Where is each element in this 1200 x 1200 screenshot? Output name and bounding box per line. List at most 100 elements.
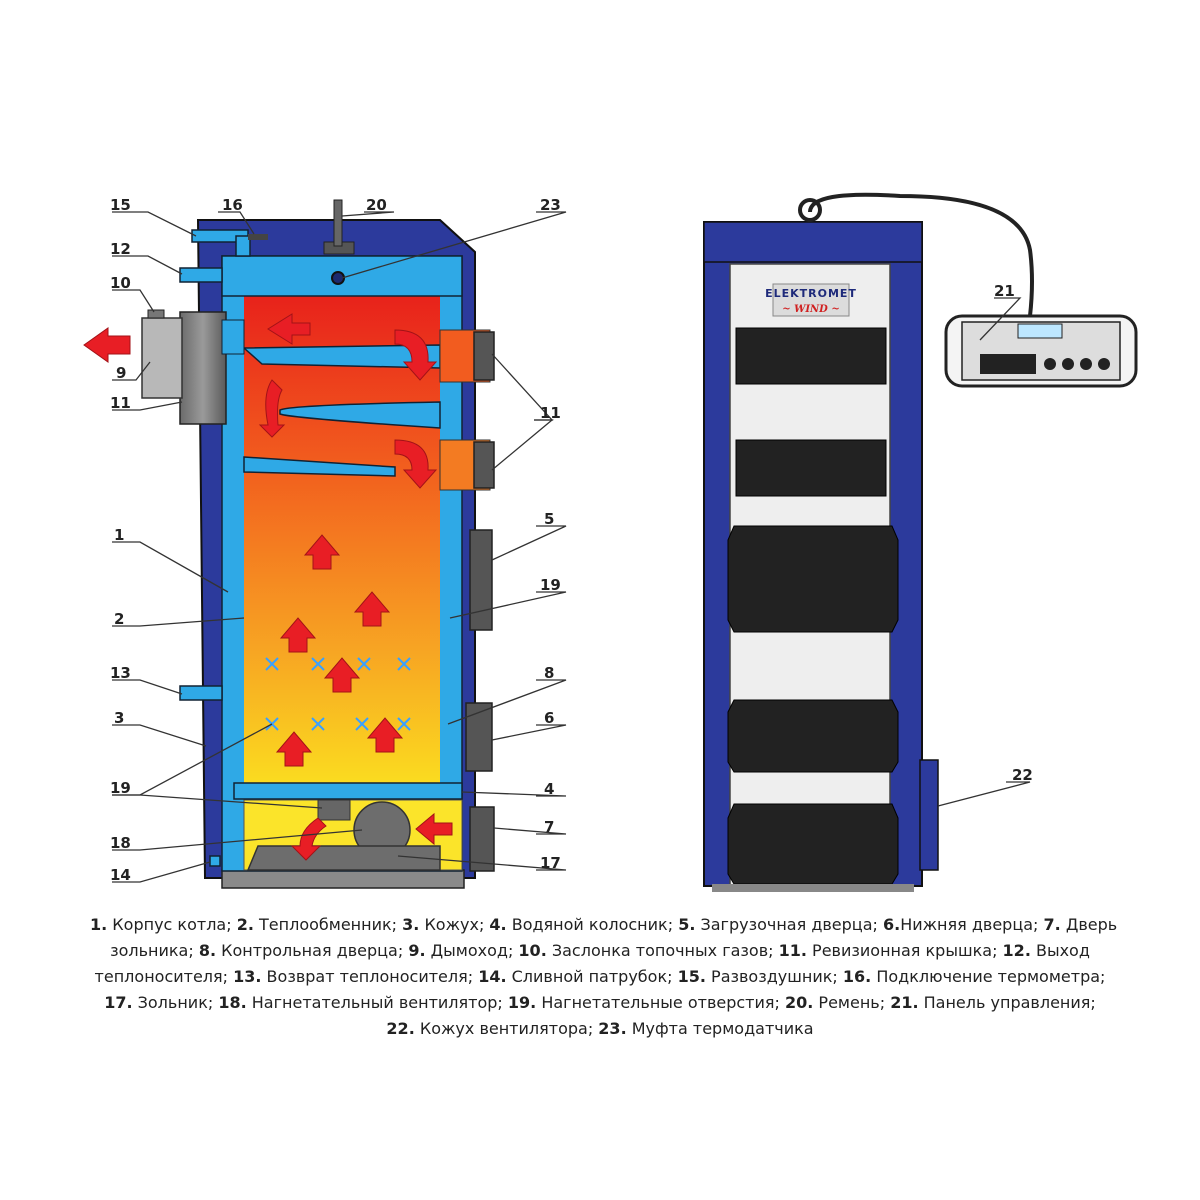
legend-text: зольника; — [110, 941, 199, 960]
legend-number: 4. — [489, 915, 507, 934]
legend-text: Развоздушник; — [705, 967, 843, 986]
brand-name: ELEKTROMET — [765, 287, 857, 300]
legend-text: Муфта термодатчика — [626, 1019, 814, 1038]
belt-rod — [333, 199, 343, 247]
legend-text: Контрольная дверца; — [216, 941, 409, 960]
baffle-low — [243, 456, 396, 477]
callout-19-left: 19 — [110, 779, 131, 797]
callout-17: 17 — [540, 854, 561, 872]
callout-23: 23 — [540, 196, 561, 214]
front-loading-door — [727, 525, 899, 633]
callout-3: 3 — [114, 709, 124, 727]
legend-line: зольника; 8. Контрольная дверца; 9. Дымо… — [90, 938, 1110, 964]
legend-number: 14. — [478, 967, 507, 986]
callout-12: 12 — [110, 240, 131, 258]
front-lower-door — [727, 699, 899, 773]
legend-text: Загрузочная дверца; — [695, 915, 883, 934]
callout-2: 2 — [114, 610, 124, 628]
legend-text: Нижняя дверца; — [900, 915, 1044, 934]
air-hole-block — [317, 799, 351, 821]
callout-11-right: 11 — [540, 404, 561, 422]
legend-text: Заслонка топочных газов; — [546, 941, 779, 960]
control-display — [1017, 323, 1063, 339]
control-screen — [980, 354, 1036, 374]
brand-plate — [772, 283, 850, 317]
boiler-front: ELEKTROMET ~ WIND ~ — [703, 192, 1138, 892]
legend-text: Подключение термометра; — [871, 967, 1106, 986]
drain-port — [209, 855, 221, 867]
legend-number: 11. — [778, 941, 807, 960]
legend-number: 19. — [507, 993, 537, 1012]
callout-7: 7 — [544, 818, 554, 836]
callout-1: 1 — [114, 526, 124, 544]
legend-number: 8. — [198, 941, 217, 960]
callout-4: 4 — [544, 780, 554, 798]
legend-text: Нагнетательные отверстия; — [536, 993, 785, 1012]
legend-number: 5. — [678, 915, 696, 934]
callout-16: 16 — [222, 196, 243, 214]
front-base — [712, 884, 914, 892]
callout-22: 22 — [1012, 766, 1033, 784]
exhaust-arrow — [83, 327, 131, 363]
control-knob-1 — [1044, 358, 1056, 370]
thermometer-port — [248, 234, 268, 240]
boiler-section — [83, 199, 495, 889]
callout-15: 15 — [110, 196, 131, 214]
legend-text: Возврат теплоносителя; — [261, 967, 479, 986]
ash-pan — [246, 845, 441, 871]
inspection-cover-mid-plate — [473, 441, 495, 489]
water-grate — [233, 782, 463, 800]
callout-11-left: 11 — [110, 394, 131, 412]
legend-text: Ремень; — [813, 993, 891, 1012]
legend-line: 1. Корпус котла; 2. Теплообменник; 3. Ко… — [90, 912, 1117, 938]
flow-outlet-pipe — [179, 267, 223, 283]
legend-number: 1. — [90, 915, 108, 934]
legend-number: 10. — [518, 941, 547, 960]
control-knob-3 — [1080, 358, 1092, 370]
callout-labels: 15 16 20 23 12 10 9 11 11 1 2 5 19 13 8 … — [110, 196, 1033, 884]
cable-loop — [798, 198, 822, 222]
legend-text: Панель управления; — [918, 993, 1096, 1012]
front-ash-door — [727, 803, 899, 885]
legend-text: Водяной колосник; — [506, 915, 679, 934]
legend-number: 22. — [386, 1019, 415, 1038]
legend-number: 16. — [842, 967, 872, 986]
legend: 1. Корпус котла; 2. Теплообменник; 3. Ко… — [90, 912, 1117, 1042]
front-top-band — [703, 221, 923, 263]
air-vent-stem — [235, 235, 251, 257]
control-knob-4 — [1098, 358, 1110, 370]
callout-14: 14 — [110, 866, 131, 884]
control-cable — [808, 192, 1034, 317]
leader-lines — [112, 211, 1031, 883]
legend-text: Зольник; — [132, 993, 219, 1012]
callout-13: 13 — [110, 664, 131, 682]
control-door — [465, 702, 493, 772]
combustion-chamber — [244, 296, 440, 799]
legend-number: 7. — [1043, 915, 1061, 934]
legend-number: 13. — [233, 967, 262, 986]
legend-line: теплоносителя; 13. Возврат теплоносителя… — [90, 964, 1110, 990]
callout-21: 21 — [994, 282, 1015, 300]
legend-text: Нагнетательный вентилятор; — [246, 993, 508, 1012]
flue-collar — [179, 311, 227, 425]
legend-text: Выход — [1030, 941, 1090, 960]
legend-number: 20. — [785, 993, 814, 1012]
control-knob-2 — [1062, 358, 1074, 370]
callout-19-right: 19 — [540, 576, 561, 594]
callout-8: 8 — [544, 664, 554, 682]
front-door-2 — [735, 439, 887, 497]
ash-door — [469, 806, 495, 872]
legend-number: 12. — [1002, 941, 1031, 960]
callout-9: 9 — [116, 364, 126, 382]
callout-20: 20 — [366, 196, 387, 214]
legend-number: 18. — [218, 993, 247, 1012]
flow-arrows — [258, 313, 453, 861]
legend-text: теплоносителя; — [94, 967, 234, 986]
legend-number: 17. — [104, 993, 133, 1012]
legend-text: Ревизионная крышка; — [806, 941, 1003, 960]
inspection-cover-top-plate — [473, 331, 495, 381]
legend-text: Дымоход; — [425, 941, 519, 960]
loading-door — [469, 529, 493, 631]
boiler-base — [221, 869, 465, 889]
